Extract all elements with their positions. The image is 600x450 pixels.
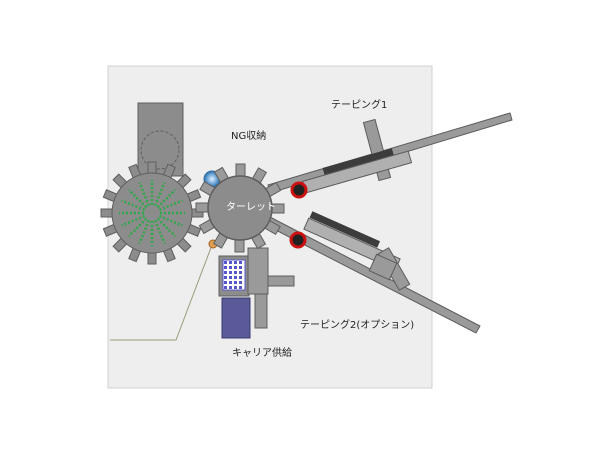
turret-disc [207, 175, 273, 241]
roller-icon [290, 181, 308, 199]
taping-unit-2-body [309, 211, 381, 248]
supply-unit-reel [140, 130, 180, 170]
label-taping-1: テーピング1 [331, 98, 387, 111]
index-wheel [100, 161, 204, 265]
taping-unit-2-block [368, 253, 398, 281]
carrier-box [221, 297, 251, 339]
taping-unit-1-body [322, 148, 394, 175]
carrier-supply-unit [218, 255, 251, 339]
supply-unit [137, 102, 184, 177]
label-carrier-supply: キャリア供給 [232, 346, 292, 359]
carrier-grid [222, 259, 246, 291]
taping-lane-2 [263, 211, 481, 334]
label-turret: ターレット [226, 201, 276, 213]
carrier-leader-line [110, 244, 213, 341]
label-taping-2: テーピング2(オプション) [300, 318, 414, 331]
turret [195, 163, 285, 253]
label-ng-storage: NG収納 [231, 129, 266, 142]
taping-lane-1 [267, 112, 513, 194]
index-wheel-hub [145, 206, 159, 220]
turret-shaft [247, 247, 295, 329]
carrier-grid-cells [224, 261, 242, 289]
roller-icon [289, 231, 307, 249]
